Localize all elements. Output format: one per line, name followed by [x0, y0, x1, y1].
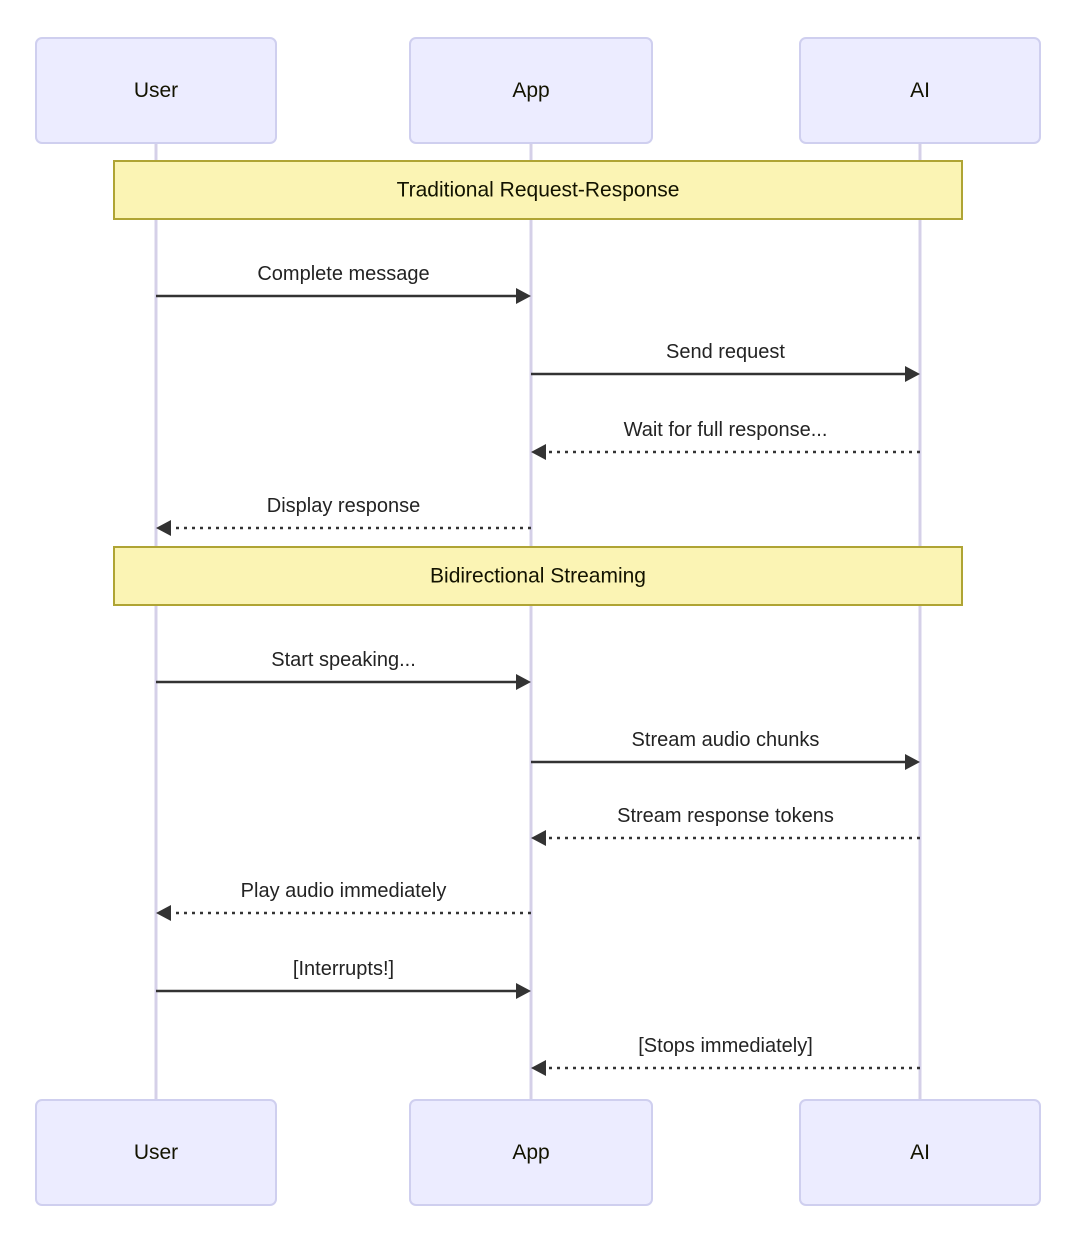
- message-label: Send request: [666, 341, 785, 363]
- msg-send-request[interactable]: Send request: [531, 341, 920, 382]
- msg-complete-message[interactable]: Complete message: [156, 263, 531, 304]
- note-rect: [113, 546, 963, 606]
- msg-start-speaking[interactable]: Start speaking...: [156, 649, 531, 690]
- actor-label-ai: AI: [910, 79, 930, 102]
- message-label: Play audio immediately: [241, 880, 447, 902]
- message-label: [Stops immediately]: [638, 1035, 813, 1057]
- message-arrowhead: [156, 520, 171, 536]
- actor-box-rect: [35, 37, 277, 144]
- msg-stops-immediately[interactable]: [Stops immediately]: [531, 1035, 920, 1076]
- msg-display-response[interactable]: Display response: [156, 495, 531, 536]
- message-arrowhead: [531, 444, 546, 460]
- msg-play-audio[interactable]: Play audio immediately: [156, 880, 531, 921]
- actor-box-rect: [799, 1099, 1041, 1206]
- actor-label-app: App: [512, 79, 549, 102]
- message-label: Display response: [267, 495, 420, 517]
- message-label: Wait for full response...: [624, 419, 828, 441]
- actor-box-user-bottom[interactable]: User: [35, 1099, 277, 1206]
- actor-label-app: App: [512, 1141, 549, 1164]
- actor-box-app-bottom[interactable]: App: [409, 1099, 653, 1206]
- message-label: Start speaking...: [271, 649, 416, 671]
- actor-box-ai-bottom[interactable]: AI: [799, 1099, 1041, 1206]
- message-label: Stream response tokens: [617, 805, 834, 827]
- message-label: [Interrupts!]: [293, 958, 394, 980]
- notes-layer: Traditional Request-ResponseBidirectiona…: [113, 160, 963, 606]
- message-arrowhead: [516, 983, 531, 999]
- message-arrowhead: [156, 905, 171, 921]
- message-arrowhead: [516, 674, 531, 690]
- msg-interrupts[interactable]: [Interrupts!]: [156, 958, 531, 999]
- msg-stream-response-tokens[interactable]: Stream response tokens: [531, 805, 920, 846]
- message-arrowhead: [905, 366, 920, 382]
- actor-box-rect: [799, 37, 1041, 144]
- message-label: Stream audio chunks: [632, 729, 820, 751]
- actor-box-rect: [35, 1099, 277, 1206]
- lifelines-layer: [154, 143, 922, 1100]
- note-label: Traditional Request-Response: [397, 179, 680, 202]
- note-label: Bidirectional Streaming: [430, 565, 646, 588]
- msg-wait-full-response[interactable]: Wait for full response...: [531, 419, 920, 460]
- message-arrowhead: [516, 288, 531, 304]
- note-rect: [113, 160, 963, 220]
- message-arrowhead: [905, 754, 920, 770]
- note-traditional[interactable]: Traditional Request-Response: [113, 160, 963, 220]
- actor-box-ai-top[interactable]: AI: [799, 37, 1041, 144]
- actor-box-app-top[interactable]: App: [409, 37, 653, 144]
- actor-box-rect: [409, 1099, 653, 1206]
- actor-label-ai: AI: [910, 1141, 930, 1164]
- message-arrowhead: [531, 1060, 546, 1076]
- note-bidirectional[interactable]: Bidirectional Streaming: [113, 546, 963, 606]
- message-arrowhead: [531, 830, 546, 846]
- message-label: Complete message: [257, 263, 429, 285]
- actor-label-user: User: [134, 1141, 178, 1164]
- actor-box-user-top[interactable]: User: [35, 37, 277, 144]
- actor-label-user: User: [134, 79, 178, 102]
- msg-stream-audio-chunks[interactable]: Stream audio chunks: [531, 729, 920, 770]
- actor-boxes-top-layer: User App AI: [35, 37, 1041, 144]
- actor-box-rect: [409, 37, 653, 144]
- actor-boxes-bottom-layer: User App AI: [35, 1099, 1041, 1206]
